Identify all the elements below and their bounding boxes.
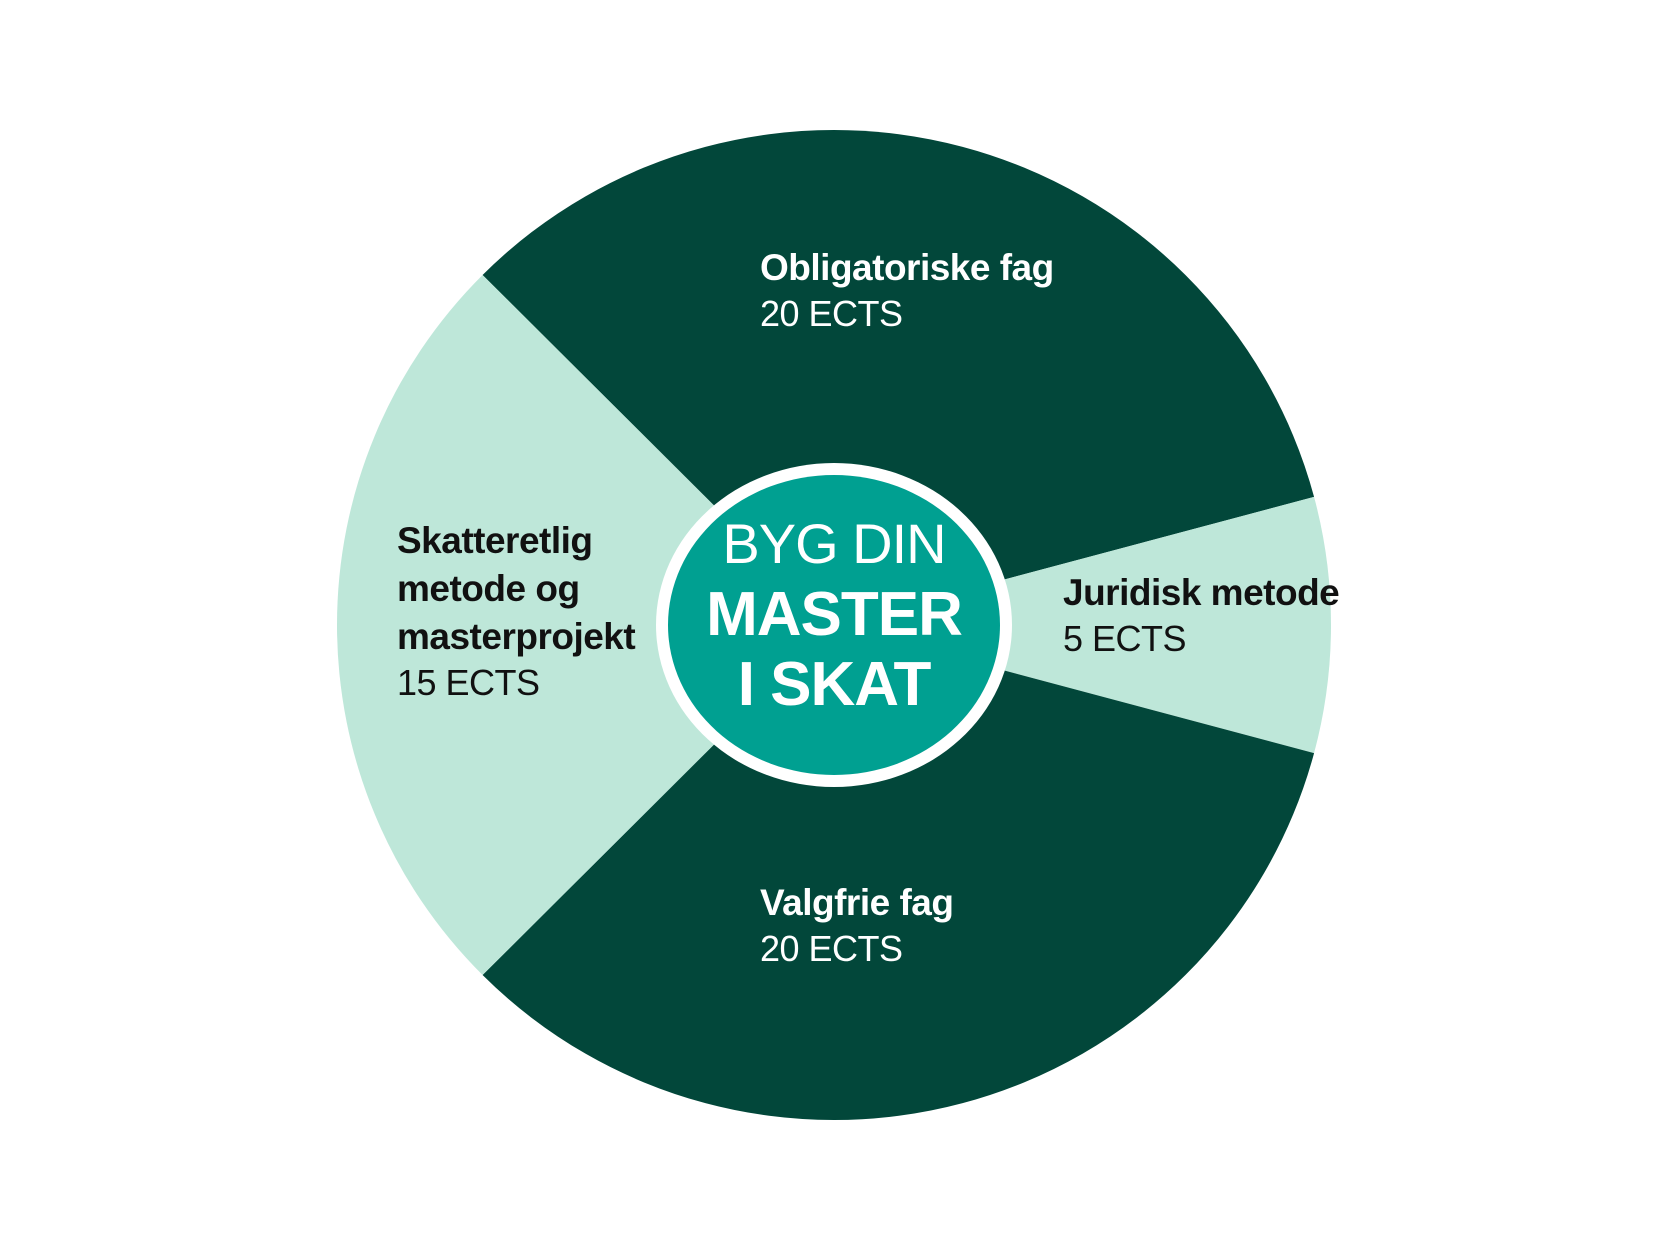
slice-labels: Obligatoriske fag 20 ECTS Juridisk metode 5… xyxy=(397,247,1340,969)
pie-slice-4 xyxy=(336,274,834,976)
chart-slices xyxy=(336,129,1332,1121)
pie-slice-3 xyxy=(482,625,1315,1121)
center-title-line-1: BYG DIN xyxy=(722,512,945,575)
slice-4-title-line-3: masterprojekt xyxy=(397,616,635,657)
slice-2-value-label: 5 ECTS xyxy=(1063,618,1186,659)
slice-1-value-label: 20 ECTS xyxy=(760,293,903,334)
center-badge xyxy=(668,475,1000,775)
pie-slice-1 xyxy=(482,129,1315,625)
slice-2-title-line-1: Juridisk metode xyxy=(1063,572,1339,613)
center-title-line-2: MASTER xyxy=(706,580,962,649)
slice-1-title-line-1: Obligatoriske fag xyxy=(760,247,1054,288)
center-title-line-3: I SKAT xyxy=(738,650,932,719)
slice-4-value-label: 15 ECTS xyxy=(397,662,540,703)
chart-center: BYG DIN MASTER I SKAT xyxy=(656,463,1012,787)
pie-slice-2 xyxy=(834,496,1332,754)
slice-3-title-line-1: Valgfrie fag xyxy=(760,882,953,923)
slice-4-title-line-1: Skatteretlig xyxy=(397,520,593,561)
slice-4-title-line-2: metode og xyxy=(397,568,580,609)
slice-3-value-label: 20 ECTS xyxy=(760,928,903,969)
